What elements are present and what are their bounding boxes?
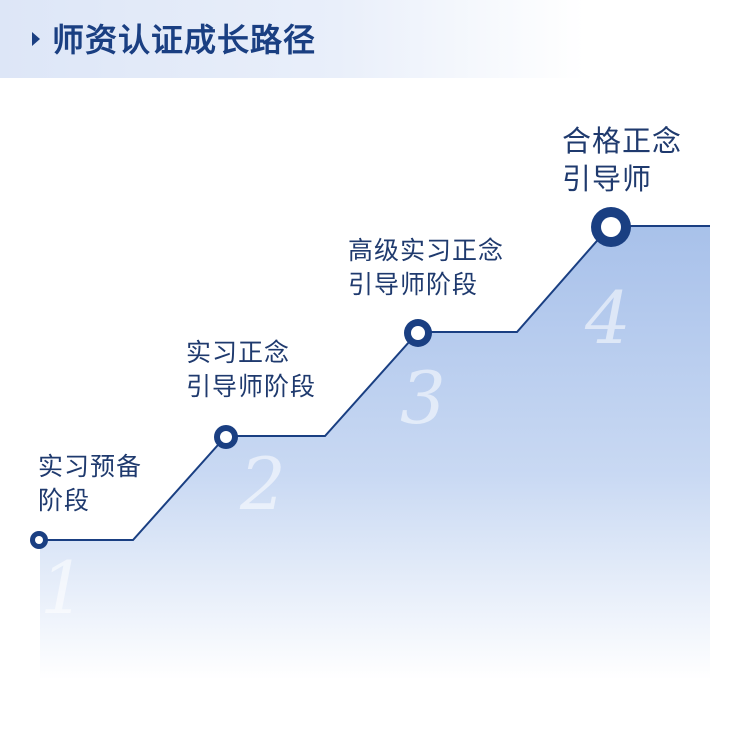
stage-marker-2: [214, 425, 238, 449]
stage-label-4-line-1: 合格正念: [562, 124, 683, 158]
step-number-3: 3: [400, 356, 446, 440]
stage-marker-3: [404, 319, 432, 347]
stage-label-1-line-2: 阶段: [38, 486, 91, 515]
stair-line: [40, 225, 710, 541]
stage-label-2: 实习正念 引导师阶段: [186, 336, 316, 404]
stage-marker-1: [30, 531, 48, 549]
stage-label-3: 高级实习正念 引导师阶段: [348, 234, 504, 302]
stage-marker-4: [591, 207, 631, 247]
step-number-1: 1: [40, 546, 86, 630]
page-title: 师资认证成长路径: [52, 21, 317, 59]
step-number-4: 4: [585, 276, 631, 360]
stage-label-4: 合格正念 引导师: [562, 122, 682, 198]
stage-label-2-line-2: 引导师阶段: [186, 372, 317, 401]
stair-area: [40, 226, 710, 680]
header-banner: 师资认证成长路径: [0, 0, 750, 78]
caret-right-icon: [32, 32, 40, 46]
stage-label-2-line-1: 实习正念: [186, 338, 291, 367]
stage-label-1-line-1: 实习预备: [38, 452, 143, 481]
stage-label-3-line-2: 引导师阶段: [348, 270, 479, 299]
stage-label-1: 实习预备 阶段: [38, 450, 142, 518]
step-number-2: 2: [240, 442, 286, 526]
stage-label-3-line-1: 高级实习正念: [348, 236, 505, 265]
stage-label-4-line-2: 引导师: [562, 162, 653, 196]
